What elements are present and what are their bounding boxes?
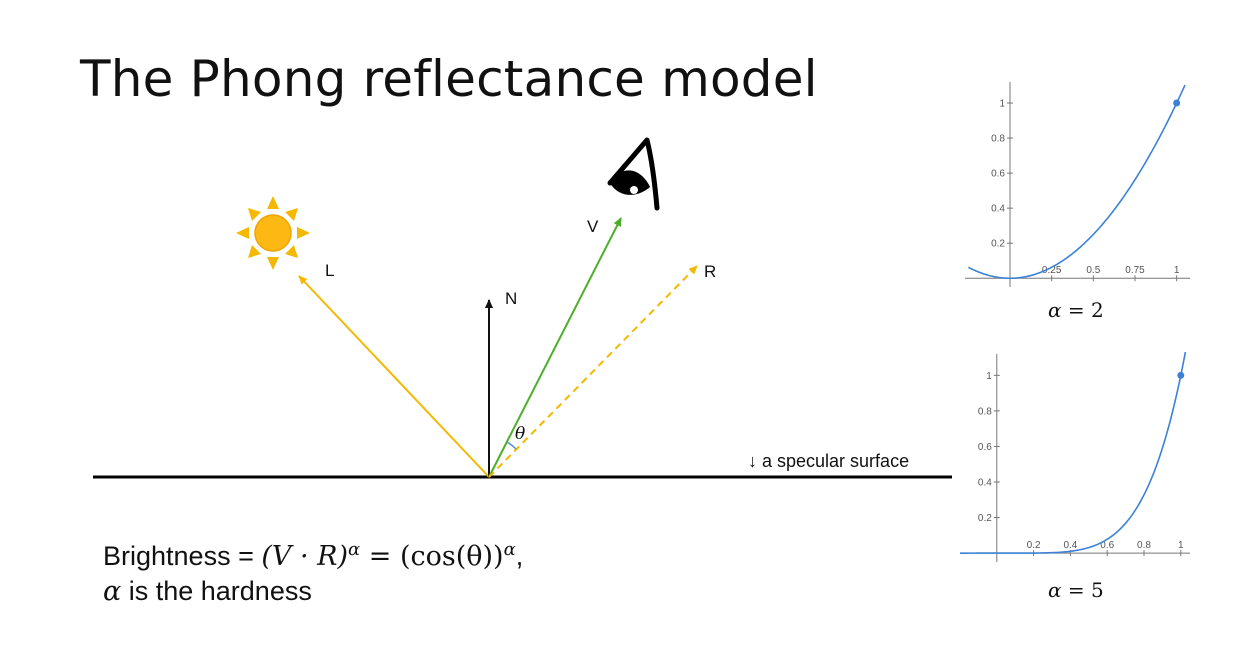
label-theta: θ xyxy=(515,424,525,444)
highlight-point xyxy=(1173,99,1181,107)
formula-line-1: Brightness = (V · R)α = (cos(θ))α, xyxy=(103,538,523,574)
y-tick-label: 0.4 xyxy=(991,204,1005,215)
formula-dot-product: (V · R) xyxy=(261,541,348,572)
light-ray-L xyxy=(298,275,490,478)
label-L: L xyxy=(325,261,334,280)
y-tick-label: 1 xyxy=(986,371,992,382)
y-tick-label: 0.6 xyxy=(991,169,1005,180)
x-tick-label: 0.2 xyxy=(1027,540,1041,551)
label-N: N xyxy=(505,289,517,308)
formula-prefix: Brightness = xyxy=(103,541,262,571)
label-R: R xyxy=(704,262,716,281)
hardness-text: is the hardness xyxy=(121,576,312,607)
x-tick-label: 1 xyxy=(1178,540,1184,551)
plot-alpha-2: 0.25 0.5 0.75 1 0.2 0.4 0.6 0.8 1 xyxy=(965,82,1190,287)
formula-cosine: (cos(θ)) xyxy=(399,541,504,572)
caption-alpha-value: = 5 xyxy=(1061,578,1104,602)
y-tick-label: 0.4 xyxy=(978,478,992,489)
caption-alpha-2: α = 2 xyxy=(1048,298,1104,322)
theta-arc xyxy=(506,441,517,450)
formula-exponent-1: α xyxy=(348,539,361,560)
formula-line-2: α is the hardness xyxy=(103,574,523,609)
hardness-symbol: α xyxy=(103,576,122,608)
caption-alpha-symbol: α xyxy=(1048,578,1062,602)
y-tick-label: 0.2 xyxy=(978,513,992,524)
plot-alpha-5: 0.2 0.4 0.6 0.8 1 0.2 0.4 0.6 0.8 1 xyxy=(959,352,1190,562)
x-tick-label: 0.8 xyxy=(1137,540,1151,551)
y-tick-label: 0.8 xyxy=(978,406,992,417)
x-tick-label: 0.4 xyxy=(1063,540,1077,551)
page-title: The Phong reflectance model xyxy=(80,50,818,108)
x-tick-label: 0.25 xyxy=(1042,265,1062,276)
x-tick-label: 1 xyxy=(1174,265,1180,276)
y-tick-label: 0.2 xyxy=(991,239,1005,250)
y-tick-label: 0.8 xyxy=(991,134,1005,145)
caption-alpha-5: α = 5 xyxy=(1048,578,1104,602)
eye-icon xyxy=(607,137,660,211)
y-tick-label: 0.6 xyxy=(978,442,992,453)
reflect-ray-R xyxy=(488,265,698,478)
x-tick-label: 0.75 xyxy=(1125,265,1145,276)
view-ray-V xyxy=(488,217,622,478)
caption-alpha-symbol: α xyxy=(1048,298,1062,322)
brightness-formula: Brightness = (V · R)α = (cos(θ))α, α is … xyxy=(103,538,523,609)
series-line xyxy=(959,352,1187,554)
surface-note: ↓ a specular surface xyxy=(748,451,909,471)
x-tick-label: 0.5 xyxy=(1086,265,1100,276)
x-tick-label: 0.6 xyxy=(1100,540,1114,551)
series-line xyxy=(967,84,1186,280)
label-V: V xyxy=(587,217,599,236)
sun-icon xyxy=(236,196,310,270)
formula-equals: = xyxy=(360,541,400,572)
caption-alpha-value: = 2 xyxy=(1061,298,1104,322)
highlight-point xyxy=(1177,371,1185,379)
y-tick-label: 1 xyxy=(999,99,1005,110)
formula-comma: , xyxy=(515,541,524,571)
formula-exponent-2: α xyxy=(503,539,516,560)
